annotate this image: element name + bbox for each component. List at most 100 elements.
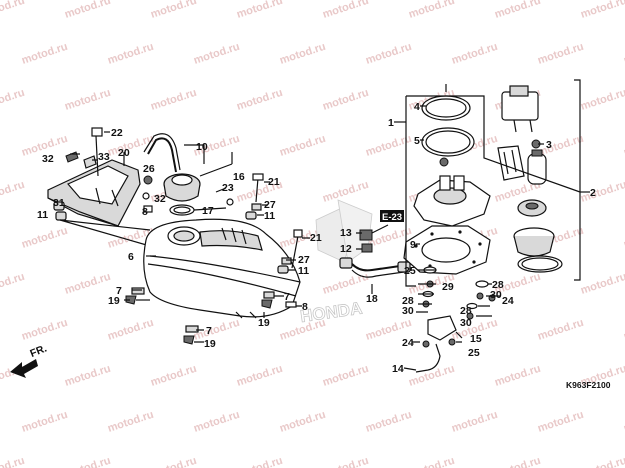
group-bracket-1 — [405, 95, 416, 287]
callout-19-left: 19 — [108, 295, 120, 307]
callout-labels: 22 32 33 20 10 26 16 21 23 32 27 31 8 17… — [37, 101, 596, 375]
callout-4: 4 — [414, 101, 420, 113]
bolt-19-right — [261, 299, 273, 309]
filler-cap-16 — [163, 173, 201, 202]
fuel-tank-6 — [143, 218, 301, 319]
callout-30-right: 30 — [490, 289, 502, 301]
breather-hose — [147, 137, 177, 173]
callout-11-lower: 11 — [298, 265, 309, 277]
strainer — [513, 227, 555, 257]
bracket-15 — [427, 315, 457, 346]
mount-7-right — [263, 291, 275, 299]
seal-ring-5 — [421, 127, 475, 157]
grommet-11 — [55, 211, 67, 221]
callout-7-bottom: 7 — [206, 325, 212, 337]
fuel-hose-18 — [339, 257, 411, 278]
callout-30-mid: 30 — [460, 317, 472, 329]
tank-cover-part — [47, 159, 141, 227]
grommet-26 — [143, 175, 153, 185]
callout-25: 25 — [404, 265, 416, 277]
washer-32 — [142, 192, 150, 200]
grommet-11-upper — [245, 211, 257, 220]
grommet-27-lower — [281, 257, 292, 265]
bolt-24-lower — [422, 340, 430, 348]
callout-8-upper: 8 — [142, 206, 148, 218]
washer-23 — [226, 198, 234, 206]
callout-15: 15 — [470, 333, 482, 345]
bolt-21-upper — [252, 173, 264, 203]
callout-24-lower: 24 — [402, 337, 414, 349]
callout-22: 22 — [111, 127, 123, 139]
clip-33 — [83, 155, 97, 169]
callout-32-mid: 32 — [154, 193, 166, 205]
callout-12: 12 — [340, 243, 352, 255]
pump-flange — [413, 175, 491, 227]
callout-5: 5 — [414, 135, 420, 147]
callout-29: 29 — [442, 281, 454, 293]
clamp-14 — [415, 343, 441, 373]
pump-bracket-2 — [501, 85, 539, 133]
leader-lines — [70, 105, 544, 371]
callout-6: 6 — [128, 251, 134, 263]
callout-13: 13 — [340, 227, 352, 239]
sender-ring — [517, 255, 563, 273]
pump-gasket-9 — [403, 225, 491, 275]
callout-21-lower: 21 — [310, 232, 322, 244]
callout-11-left: 11 — [37, 209, 48, 221]
o-ring-4 — [421, 95, 471, 121]
callout-19-right: 19 — [258, 317, 270, 329]
callout-19-bottom: 19 — [204, 338, 216, 350]
callout-32-left: 32 — [42, 153, 54, 165]
callout-28-mid: 28 — [460, 305, 472, 317]
group-bracket-2 — [574, 79, 581, 281]
callout-21-upper: 21 — [268, 176, 280, 188]
bolt-22 — [91, 127, 103, 177]
callout-7-left: 7 — [116, 285, 122, 297]
callout-14: 14 — [392, 363, 404, 375]
brand-logo: HONDA — [299, 199, 373, 326]
callout-17: 17 — [202, 205, 214, 217]
callout-2: 2 — [590, 187, 596, 199]
callout-10: 10 — [196, 141, 208, 153]
callout-28-right: 28 — [492, 279, 504, 291]
grommet-11-lower — [277, 265, 289, 274]
callout-20: 20 — [118, 147, 130, 159]
callout-25-lower: 25 — [468, 347, 480, 359]
callout-27-lower: 27 — [298, 254, 310, 266]
callout-3: 3 — [546, 139, 552, 151]
bolt-21-lower — [291, 229, 303, 269]
fuel-filter — [497, 145, 525, 181]
callout-24-right: 24 — [502, 295, 514, 307]
callout-9: 9 — [410, 239, 416, 251]
callout-31: 31 — [53, 197, 65, 209]
collar-8 — [143, 205, 153, 213]
collar-8-right — [285, 301, 297, 308]
callout-33: 33 — [98, 151, 110, 163]
callout-8-right: 8 — [302, 301, 308, 313]
reference-label: E-23 — [382, 212, 402, 223]
callout-26: 26 — [143, 163, 155, 175]
mount-7-bottom — [185, 325, 199, 333]
callout-1: 1 — [388, 117, 394, 129]
connector-13 — [359, 229, 373, 241]
callout-7-right: 7 — [284, 291, 290, 303]
callout-30-left: 30 — [402, 305, 414, 317]
callout-28-left: 28 — [402, 295, 414, 307]
reference-badge: E-23 — [380, 210, 404, 223]
fuel-pump-motor — [527, 149, 547, 185]
grommet-27 — [251, 203, 262, 211]
pressure-regulator — [517, 199, 547, 217]
bolt-19-bottom — [183, 335, 195, 345]
callout-16: 16 — [233, 171, 245, 183]
callout-23: 23 — [222, 182, 234, 194]
direction-label: FR. — [28, 342, 48, 359]
honda-wordmark: HONDA — [299, 299, 363, 326]
grommet-small — [439, 157, 449, 167]
callout-27-upper: 27 — [264, 199, 276, 211]
forward-direction-arrow-icon: FR. — [10, 342, 49, 378]
connector-12 — [361, 243, 373, 253]
callout-18: 18 — [366, 293, 378, 305]
washer-stack-right — [466, 280, 489, 320]
